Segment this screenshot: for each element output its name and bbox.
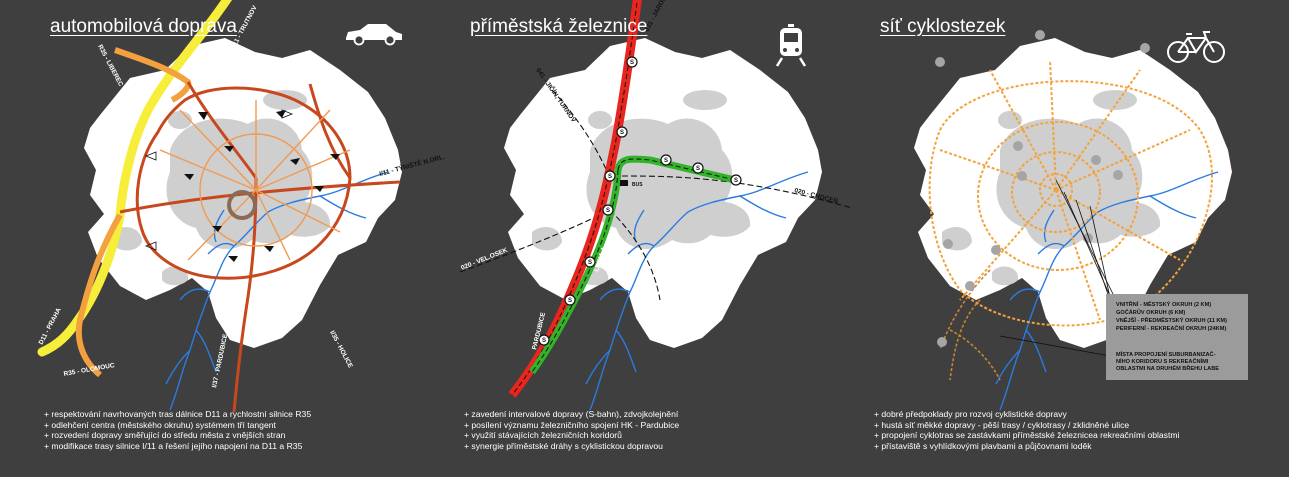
- note-item: synergie příměstské dráhy s cyklistickou…: [464, 441, 679, 452]
- legend-item: PERIFERNÍ - REKREAČNÍ OKRUH (24KM): [1116, 326, 1227, 332]
- note-item: odlehčení centra (městského okruhu) syst…: [44, 420, 311, 431]
- station-symbol: S: [620, 130, 624, 136]
- car-icon: [346, 24, 402, 46]
- note-item: využití stávajících železničních koridor…: [464, 430, 679, 441]
- note-item: propojení cyklotras se zastávkami příměs…: [874, 430, 1179, 441]
- station-symbol: S: [664, 158, 668, 164]
- station-symbol: S: [542, 338, 546, 344]
- station-symbol: S: [568, 298, 572, 304]
- panel-cycle-network: síť cyklostezek VNITŘNÍ - MĚSTSKÝ OKRUH …: [850, 0, 1260, 477]
- railway-map: S S S S S S S S S S BUS 031 - JAROMĚŘ SM…: [459, 0, 853, 411]
- station-symbol: S: [734, 178, 738, 184]
- panel-car-traffic: D11 - TRUTNOV R35 - LIBEREC I/11 - TÝNIŠ…: [20, 0, 446, 477]
- station-symbol: S: [588, 260, 592, 266]
- motorway-d11: [37, 0, 233, 357]
- rail-notes: zavedení intervalové dopravy (S-bahn), z…: [464, 409, 679, 451]
- bus-label: BUS: [632, 182, 643, 188]
- note-item: posílení významu železničního spojení HK…: [464, 420, 679, 431]
- car-traffic-map: D11 - TRUTNOV R35 - LIBEREC I/11 - TÝNIŠ…: [37, 0, 446, 413]
- legend-note: NÍHO KORIDORU S REKREAČNÍMI: [1116, 359, 1209, 365]
- legend-note: OBLASTMI NA DRUHÉM BŘEHU LABE: [1116, 366, 1219, 372]
- cycle-notes: dobré předpoklady pro rozvoj cyklistické…: [874, 409, 1179, 451]
- bicycle-icon: [1167, 31, 1225, 63]
- cycle-legend: VNITŘNÍ - MĚSTSKÝ OKRUH (2 KM) GOČÁRŮV O…: [1106, 294, 1248, 380]
- train-icon: [775, 24, 807, 67]
- note-item: zavedení intervalové dopravy (S-bahn), z…: [464, 409, 679, 420]
- station-symbol: S: [630, 60, 634, 66]
- panel-title: automobilová doprava: [50, 16, 237, 37]
- note-item: dobré předpoklady pro rozvoj cyklistické…: [874, 409, 1179, 420]
- panel-suburban-railway: S S S S S S S S S S BUS 031 - JAROMĚŘ SM…: [440, 0, 853, 477]
- legend-item: VNITŘNÍ - MĚSTSKÝ OKRUH (2 KM): [1116, 302, 1212, 308]
- note-item: přístaviště s vyhlídkovými plavbami a pů…: [874, 441, 1179, 452]
- svg-text:020 - VEL.OSEK: 020 - VEL.OSEK: [460, 247, 509, 272]
- svg-text:I/37 - PARDUBICE: I/37 - PARDUBICE: [211, 333, 229, 389]
- note-item: modifikace trasy silnice I/11 a řešení j…: [44, 441, 311, 452]
- legend-item: VNĚJŠÍ - PŘEDMĚSTSKÝ OKRUH (11 KM): [1116, 318, 1227, 324]
- note-item: respektování navrhovaných tras dálnice D…: [44, 409, 311, 420]
- svg-text:I/35 - HOLICE: I/35 - HOLICE: [328, 330, 354, 370]
- station-symbol: S: [696, 166, 700, 172]
- panel-title: síť cyklostezek: [880, 16, 1006, 37]
- legend-note: MÍSTA PROPOJENÍ SUBURBANIZAČ-: [1116, 352, 1216, 358]
- station-symbol: S: [608, 174, 612, 180]
- panel-title: příměstská železnice: [470, 16, 648, 37]
- note-item: hustá síť měkké dopravy - pěší trasy / c…: [874, 420, 1179, 431]
- station-symbol: S: [606, 208, 610, 214]
- legend-item: GOČÁRŮV OKRUH (6 KM): [1116, 310, 1186, 316]
- car-notes: respektování navrhovaných tras dálnice D…: [44, 409, 311, 451]
- expressway-r35: [114, 47, 192, 103]
- note-item: rozvedení dopravy směřující do středu mě…: [44, 430, 311, 441]
